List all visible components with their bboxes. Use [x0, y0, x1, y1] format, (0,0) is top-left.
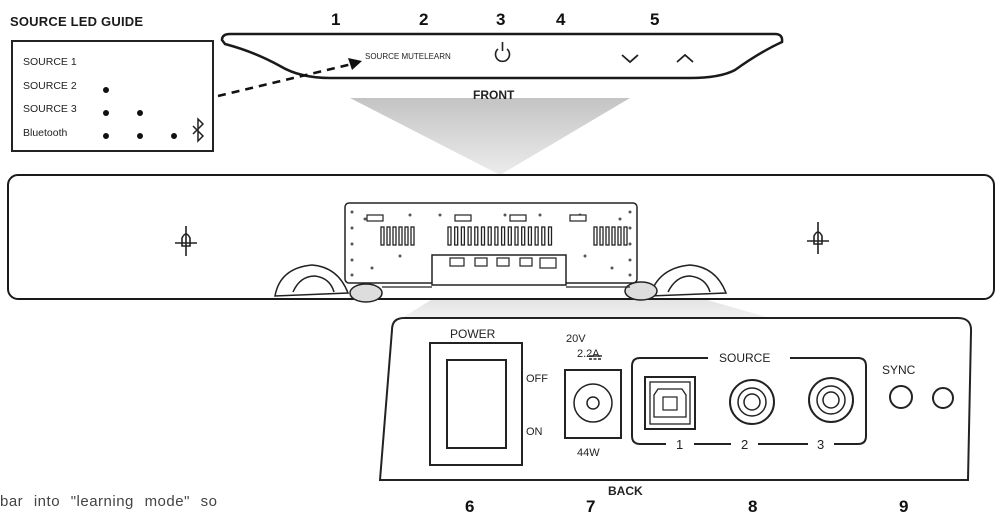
callout-1: 1: [331, 10, 341, 29]
vent-slot: [623, 226, 628, 246]
front-projection-cone: [350, 98, 630, 175]
vent-slot: [467, 226, 472, 246]
dc-watts-label: 44W: [577, 447, 600, 459]
sync-label: SYNC: [882, 363, 916, 377]
source-label: SOURCE: [719, 351, 771, 365]
vent-slot: [611, 226, 616, 246]
vent-slot: [480, 226, 486, 246]
led-dot: [137, 133, 143, 139]
right-keyhole: [807, 222, 829, 254]
chevron-up-icon: [676, 53, 694, 63]
vent-slot: [454, 226, 459, 246]
led-dots: [103, 87, 177, 139]
led-guide-title: SOURCE LED GUIDE: [10, 14, 144, 29]
callout-6: 6: [465, 497, 475, 516]
power-switch-rocker: [446, 359, 507, 449]
switch-off-label: OFF: [526, 373, 548, 385]
led-dot: [103, 110, 109, 116]
back-label: BACK: [608, 484, 643, 498]
led-guide-arrow: [217, 62, 353, 98]
right-foot: [648, 264, 728, 297]
left-foot-pad: [349, 283, 383, 303]
callout-7: 7: [586, 497, 596, 516]
vent-slot: [500, 226, 506, 246]
led-row-source-1: SOURCE 1: [23, 56, 77, 68]
vent-slot: [410, 226, 415, 246]
vent-slot: [547, 226, 553, 246]
source-group-box: [631, 357, 867, 445]
power-icon: [494, 42, 511, 63]
vent-slot: [599, 226, 604, 246]
vent-slot: [380, 226, 385, 246]
vent-slot: [460, 226, 466, 246]
led-dot: [103, 87, 109, 93]
callout-2: 2: [419, 10, 429, 29]
chevron-down-icon: [621, 54, 639, 64]
vent-slot: [398, 226, 403, 246]
vent-slot: [507, 226, 512, 246]
callout-4: 4: [556, 10, 566, 29]
vent-slot: [605, 226, 610, 246]
vent-slot: [514, 226, 519, 246]
led-row-source-2: SOURCE 2: [23, 80, 77, 92]
front-label: FRONT: [473, 88, 515, 102]
power-label: POWER: [450, 327, 496, 341]
led-dot: [137, 110, 143, 116]
source-number-3: 3: [817, 437, 825, 452]
sync-button: [889, 385, 913, 409]
front-panel-outline: [220, 32, 784, 80]
switch-on-label: ON: [526, 426, 543, 438]
dc-voltage-label: 20V: [566, 333, 586, 345]
led-dot: [171, 133, 177, 139]
vent-slot: [392, 226, 397, 246]
source-number-2: 2: [741, 437, 749, 452]
vent-slot: [541, 226, 546, 246]
callout-3: 3: [496, 10, 506, 29]
vent-slot: [534, 226, 539, 246]
dc-current-label: 2.2A: [577, 348, 600, 360]
sync-led: [932, 387, 954, 409]
vent-slot: [386, 226, 391, 246]
source-number-1: 1: [676, 437, 684, 452]
vent-slot: [527, 226, 533, 246]
led-guide-box: SOURCE 1 SOURCE 2 SOURCE 3 Bluetooth: [11, 40, 214, 152]
callout-9: 9: [899, 497, 909, 516]
vent-slot: [593, 226, 598, 246]
led-row-source-3: SOURCE 3: [23, 103, 77, 115]
front-panel-text: SOURCE MUTELEARN: [365, 52, 451, 61]
left-foot: [274, 264, 350, 297]
led-row-bluetooth: Bluetooth: [23, 127, 68, 139]
right-foot-pad: [624, 281, 658, 301]
vent-slot: [521, 226, 526, 246]
vent-slot: [487, 226, 492, 246]
left-keyhole: [175, 226, 197, 256]
bluetooth-icon: [192, 117, 205, 143]
callout-8: 8: [748, 497, 758, 516]
vent-slot: [404, 226, 409, 246]
body-text-fragment: bar into "learning mode" so: [0, 493, 218, 510]
vent-slot: [474, 226, 479, 246]
led-dot: [103, 133, 109, 139]
vent-slot: [617, 226, 622, 246]
vent-slot: [494, 226, 499, 246]
callout-5: 5: [650, 10, 660, 29]
vent-slot: [447, 226, 452, 246]
